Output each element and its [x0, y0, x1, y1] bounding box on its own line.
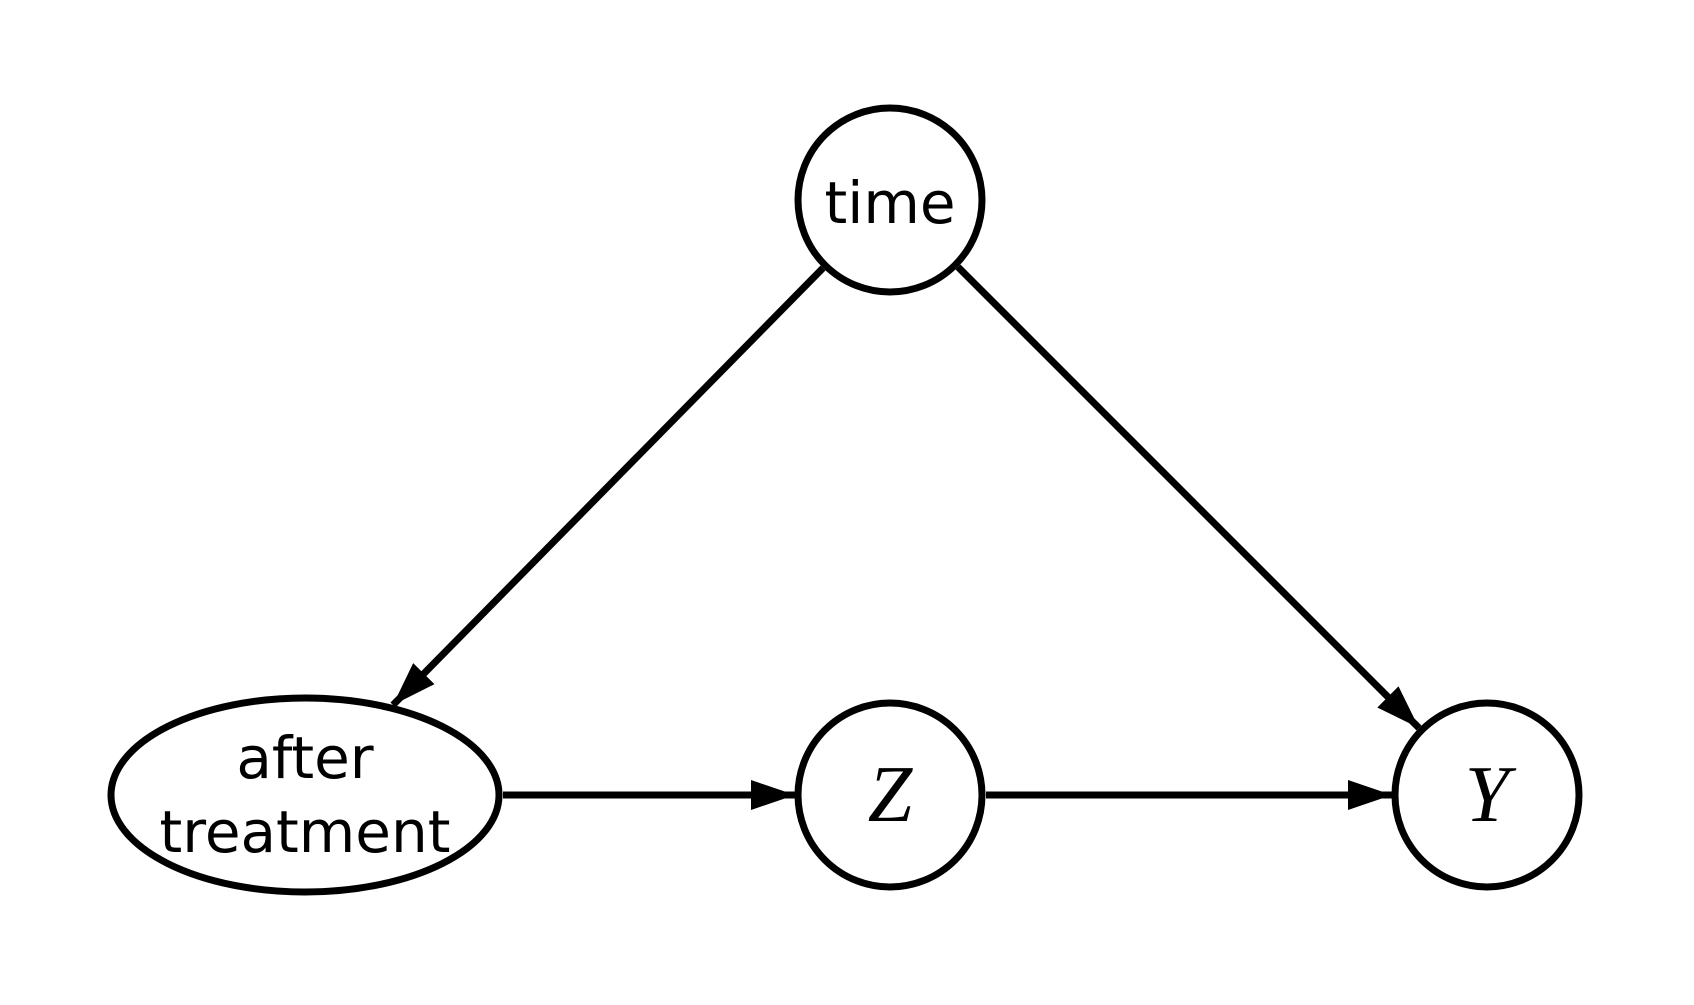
node-time: time: [794, 104, 986, 296]
edge-group: [390, 264, 1422, 810]
node-y-label: Y: [1465, 751, 1517, 839]
edge-time-to-y: [955, 264, 1422, 731]
node-z-label: Z: [868, 751, 914, 839]
node-time-shape: [794, 104, 986, 296]
node-y-shape: [1391, 699, 1583, 891]
node-z-shape: [794, 699, 986, 891]
node-y: Y: [1391, 699, 1583, 891]
edge-time-to-after-treatment: [390, 265, 826, 708]
node-z: Z: [794, 699, 986, 891]
node-after-treatment-label-line1: after: [236, 724, 373, 792]
node-after-treatment: after treatment: [107, 694, 503, 896]
node-time-label: time: [824, 169, 955, 237]
node-after-treatment-shape: [107, 694, 503, 896]
node-after-treatment-label-line2: treatment: [160, 798, 451, 866]
